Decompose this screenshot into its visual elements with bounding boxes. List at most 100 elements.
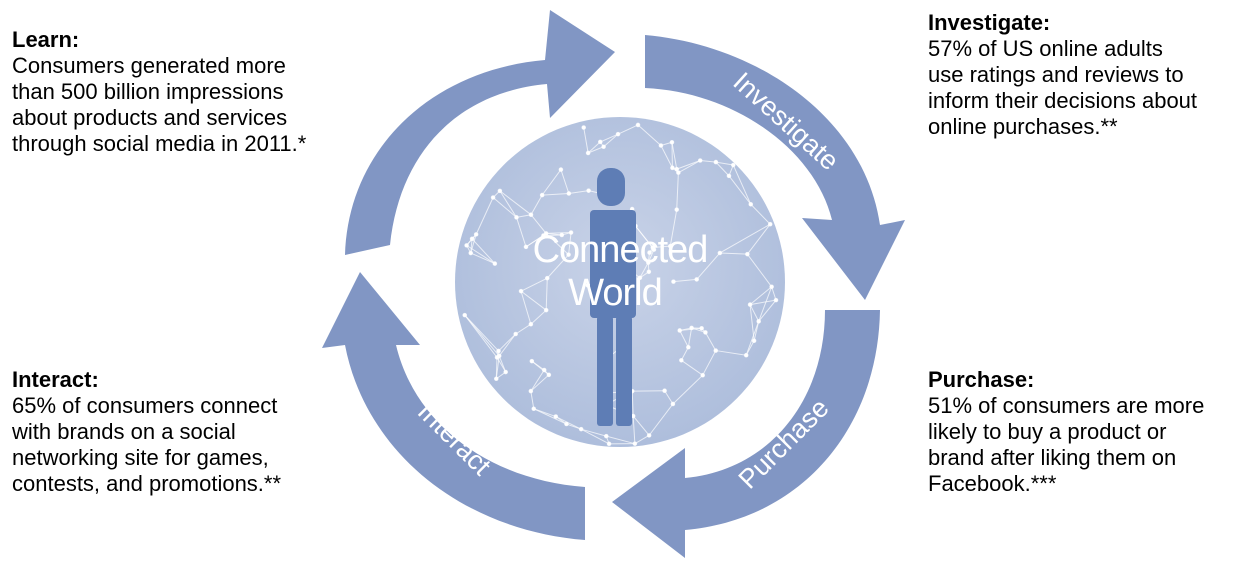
network-link (678, 160, 701, 174)
network-link (745, 321, 760, 356)
network-link (568, 190, 589, 194)
network-link (516, 217, 527, 248)
network-node (546, 372, 552, 378)
network-link (652, 245, 671, 248)
learn-arrow (345, 10, 615, 255)
network-node (601, 144, 606, 150)
network-node (699, 325, 704, 331)
interact-heading: Interact: (12, 367, 99, 392)
network-node (606, 441, 612, 447)
network-node (566, 191, 572, 196)
network-node (559, 232, 565, 238)
network-link (672, 374, 704, 405)
network-node (544, 275, 550, 281)
network-link (545, 278, 548, 311)
network-link (632, 415, 650, 436)
network-link (631, 391, 634, 417)
network-link (687, 327, 693, 348)
network-node (558, 167, 564, 172)
network-link (475, 197, 494, 235)
network-link (545, 233, 569, 256)
network-link (520, 290, 532, 325)
interact-text: 65% of consumers connect with brands on … (12, 393, 282, 496)
network-node (674, 207, 680, 212)
network-node (769, 284, 774, 290)
network-node (726, 173, 732, 179)
network-link (660, 145, 673, 169)
investigate-description: Investigate: 57% of US online adults use… (928, 10, 1238, 140)
network-node (585, 150, 591, 156)
cycle-arrows (322, 10, 905, 558)
network-link (606, 435, 636, 445)
network-node (468, 250, 474, 256)
network-node (603, 433, 609, 439)
network-link (673, 278, 697, 283)
network-link (676, 160, 701, 170)
network-node (528, 388, 534, 394)
network-link (471, 238, 496, 264)
network-link (639, 262, 649, 279)
network-node (578, 426, 584, 432)
network-node (585, 282, 590, 288)
network-link (541, 169, 562, 196)
network-node (469, 236, 475, 242)
network-link (520, 277, 548, 292)
network-link (637, 124, 662, 146)
network-link (499, 190, 517, 218)
network-node (528, 321, 534, 327)
network-node (635, 122, 641, 128)
network-link (498, 355, 507, 373)
network-link (600, 133, 619, 143)
network-link (758, 299, 777, 322)
network-link (587, 141, 601, 154)
network-node (700, 372, 706, 378)
network-link (530, 391, 535, 409)
network-node (632, 441, 638, 446)
network-link (495, 355, 500, 379)
network-link (728, 175, 752, 205)
interact-description: Interact: 65% of consumers connect with … (12, 367, 342, 497)
network-node (464, 243, 469, 248)
network-node (756, 319, 761, 324)
center-label-line2: World (568, 272, 662, 314)
network-link (746, 253, 773, 288)
network-node (615, 131, 621, 137)
network-node (646, 269, 652, 275)
network-link (530, 214, 547, 234)
network-link (715, 161, 730, 177)
network-node (669, 139, 675, 145)
network-node (490, 195, 496, 200)
network-link (546, 254, 569, 279)
network-link (603, 133, 619, 148)
network-link (581, 428, 607, 437)
network-link (696, 252, 721, 280)
learn-text: Consumers generated more than 500 billio… (12, 53, 307, 156)
network-node (662, 388, 667, 394)
network-node (670, 401, 676, 407)
network-node (689, 325, 694, 331)
network-node (670, 165, 675, 171)
network-link (664, 390, 674, 405)
interact-arrow (322, 272, 585, 540)
network-link (464, 314, 500, 357)
network-link (583, 127, 589, 154)
network-node (646, 260, 651, 265)
person-icon (590, 168, 636, 426)
network-link (771, 286, 777, 301)
network-link (758, 286, 773, 322)
network-link (669, 209, 678, 247)
network-node (543, 307, 549, 313)
network-node (743, 352, 749, 358)
network-link (676, 172, 679, 210)
network-node (676, 170, 681, 175)
network-node (697, 158, 703, 163)
learn-heading: Learn: (12, 27, 80, 52)
investigate-heading: Investigate: (928, 10, 1051, 35)
network-link (715, 161, 734, 166)
network-link (746, 223, 771, 255)
network-link (647, 249, 655, 263)
network-link (750, 203, 771, 225)
network-node (730, 162, 736, 168)
network-node (650, 245, 656, 250)
